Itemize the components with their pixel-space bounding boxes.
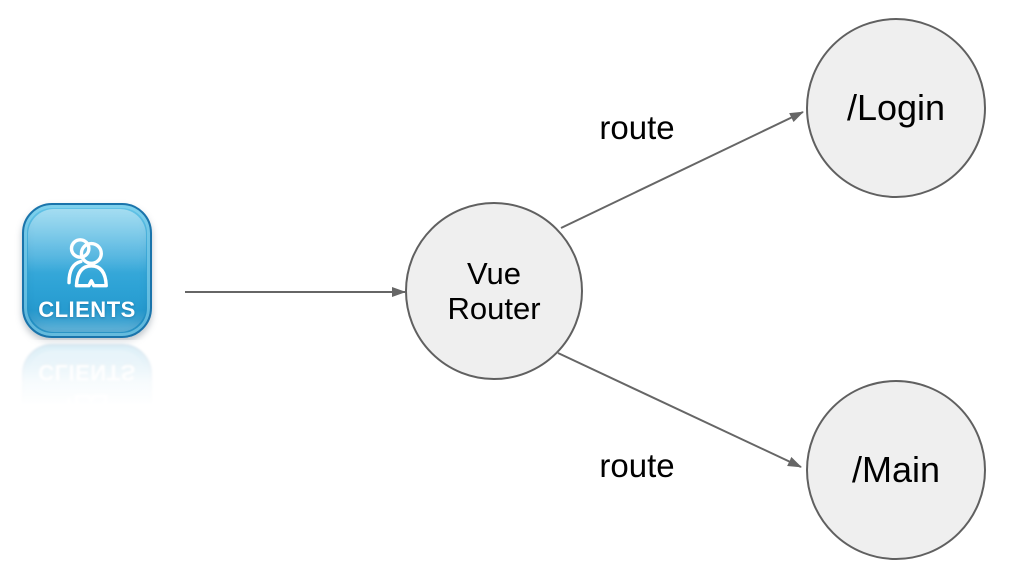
reflection-fade bbox=[16, 340, 158, 410]
edge-label-route-login: route bbox=[599, 109, 675, 146]
node-login: /Login bbox=[806, 18, 986, 198]
edge-router-to-main bbox=[557, 352, 802, 468]
node-main-label: /Main bbox=[851, 449, 941, 490]
clients-button: CLIENTS bbox=[22, 203, 152, 338]
clients-button-label: CLIENTS bbox=[38, 297, 136, 322]
people-icon bbox=[67, 238, 108, 288]
node-main: /Main bbox=[806, 380, 986, 560]
clients-button-face: CLIENTS bbox=[22, 203, 152, 338]
edge-label-route-main: route bbox=[599, 447, 675, 484]
node-login-label: /Login bbox=[846, 87, 946, 128]
node-vue-router-label: Vue Router bbox=[447, 256, 541, 326]
edge-router-to-login bbox=[560, 111, 804, 229]
node-vue-router: Vue Router bbox=[405, 202, 583, 380]
